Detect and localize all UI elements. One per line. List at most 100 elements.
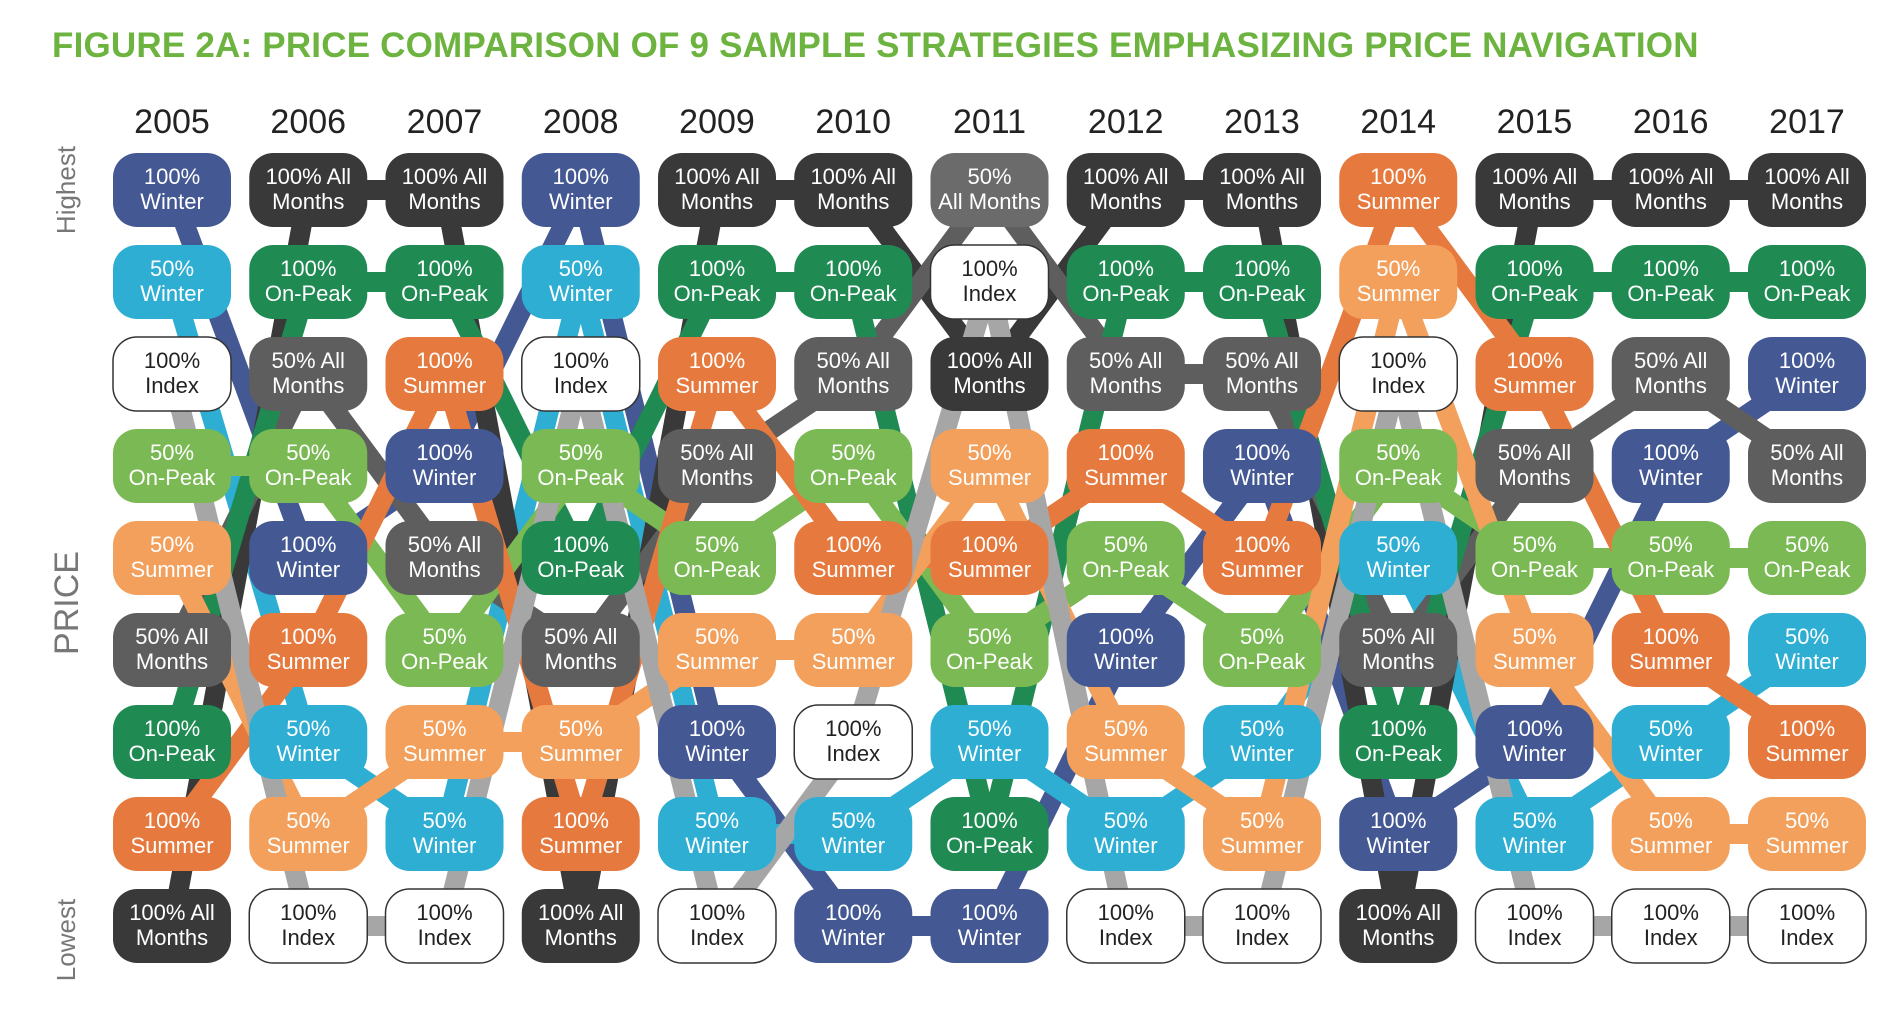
pill-label-line2: Summer	[1357, 281, 1440, 306]
pill-label-line1: 100%	[1506, 900, 1562, 925]
pill-label-line1: 50%	[422, 716, 466, 741]
pill-2015-rank-7: 100%Winter	[1475, 705, 1594, 779]
pill-label-line2: On-Peak	[265, 465, 353, 490]
pill-2013-rank-6: 50%On-Peak	[1203, 613, 1321, 687]
pill-label-line1: 100%	[280, 624, 336, 649]
pill-label-line1: 100%	[1643, 256, 1699, 281]
figure-title: FIGURE 2A: PRICE COMPARISON OF 9 SAMPLE …	[52, 26, 1699, 65]
pill-2006-rank-9: 100%Index	[248, 888, 368, 964]
pill-label-line1: 50%	[422, 808, 466, 833]
pill-2011-rank-6: 50%On-Peak	[930, 613, 1049, 687]
pill-label-line2: Winter	[1775, 373, 1839, 398]
pill-label-line1: 50%	[967, 716, 1011, 741]
pill-2015-rank-8: 50%Winter	[1475, 797, 1594, 871]
pill-label-line2: Months	[1635, 373, 1707, 398]
pill-2006-rank-4: 50%On-Peak	[249, 429, 368, 503]
pill-label-line1: 100%	[1506, 256, 1562, 281]
pill-label-line2: Index	[1508, 925, 1562, 950]
pill-label-line1: 100% All	[538, 900, 624, 925]
pill-label-line1: 100% All	[947, 348, 1033, 373]
pill-label-line2: Winter	[549, 281, 613, 306]
pill-label-line1: 50%	[1785, 532, 1829, 557]
year-label-2015: 2015	[1497, 103, 1573, 141]
pill-label-line1: 100%	[1234, 440, 1290, 465]
pill-label-line2: Index	[690, 925, 744, 950]
pill-label-line1: 50%	[695, 624, 739, 649]
pill-label-line1: 100%	[1370, 808, 1426, 833]
pill-2011-rank-9: 100%Winter	[930, 889, 1049, 963]
pill-label-line1: 50% All	[272, 348, 345, 373]
pill-label-line1: 50%	[1104, 716, 1148, 741]
pill-label-line1: 50%	[1512, 808, 1556, 833]
pill-label-line1: 50%	[559, 440, 603, 465]
pill-label-line2: Index	[963, 281, 1017, 306]
pill-label-line1: 50%	[1785, 624, 1829, 649]
pill-label-line1: 100%	[961, 532, 1017, 557]
pill-2012-rank-2: 100%On-Peak	[1066, 245, 1185, 319]
pill-label-line1: 50%	[422, 624, 466, 649]
pill-label-line2: On-Peak	[810, 465, 898, 490]
pill-label-line1: 50% All	[817, 348, 890, 373]
pill-label-line2: Winter	[821, 925, 885, 950]
year-label-2007: 2007	[407, 103, 483, 141]
pill-label-line2: Summer	[675, 649, 758, 674]
pill-2016-rank-7: 50%Winter	[1611, 705, 1730, 779]
pill-label-line1: 100%	[1643, 624, 1699, 649]
pill-label-line2: Index	[418, 925, 472, 950]
pill-label-line1: 100% All	[402, 164, 488, 189]
pill-label-line1: 50%	[1104, 532, 1148, 557]
pill-label-line1: 50% All	[680, 440, 753, 465]
pill-label-line1: 100%	[1098, 440, 1154, 465]
pill-2009-rank-6: 50%Summer	[658, 613, 776, 687]
pill-2013-rank-2: 100%On-Peak	[1203, 245, 1321, 319]
pill-label-line2: On-Peak	[1491, 281, 1579, 306]
pill-label-line2: Summer	[675, 373, 758, 398]
pill-2006-rank-8: 50%Summer	[249, 797, 368, 871]
pill-2010-rank-2: 100%On-Peak	[794, 245, 913, 319]
pill-2008-rank-8: 100%Summer	[521, 797, 640, 871]
pill-2008-rank-5: 100%On-Peak	[521, 521, 640, 595]
pill-label-line2: Index	[1099, 925, 1153, 950]
pill-label-line2: Winter	[1094, 649, 1158, 674]
pill-label-line2: Summer	[267, 833, 350, 858]
pill-label-line2: On-Peak	[810, 281, 898, 306]
pill-label-line2: Months	[1362, 649, 1434, 674]
pill-label-line1: 100%	[416, 440, 472, 465]
year-label-2010: 2010	[815, 103, 891, 141]
year-label-2005: 2005	[134, 103, 210, 141]
pill-2009-rank-5: 50%On-Peak	[658, 521, 776, 595]
pill-label-line2: Summer	[1220, 557, 1303, 582]
pill-label-line1: 100%	[416, 348, 472, 373]
pill-2014-rank-8: 100%Winter	[1339, 797, 1458, 871]
pill-label-line1: 100%	[825, 256, 881, 281]
pill-2007-rank-3: 100%Summer	[385, 337, 504, 411]
pill-label-line2: Winter	[1230, 741, 1294, 766]
pill-label-line2: Months	[1498, 189, 1570, 214]
pill-label-line1: 50%	[150, 440, 194, 465]
pill-2011-rank-1: 50%All Months	[930, 153, 1049, 227]
pill-label-line1: 100%	[553, 348, 609, 373]
pill-label-line2: Winter	[1230, 465, 1294, 490]
pill-label-line2: Index	[281, 925, 335, 950]
pill-2006-rank-7: 50%Winter	[249, 705, 368, 779]
pill-2015-rank-2: 100%On-Peak	[1475, 245, 1594, 319]
pill-label-line2: Winter	[1639, 741, 1703, 766]
pill-label-line2: Winter	[413, 465, 477, 490]
pill-label-line2: Winter	[1094, 833, 1158, 858]
pill-2012-rank-5: 50%On-Peak	[1066, 521, 1185, 595]
pill-label-line1: 50%	[831, 440, 875, 465]
pill-label-line2: Months	[817, 189, 889, 214]
pill-label-line1: 50%	[1512, 624, 1556, 649]
pill-2016-rank-8: 50%Summer	[1611, 797, 1730, 871]
pill-label-line1: 100%	[1506, 348, 1562, 373]
pill-label-line1: 100%	[1370, 348, 1426, 373]
